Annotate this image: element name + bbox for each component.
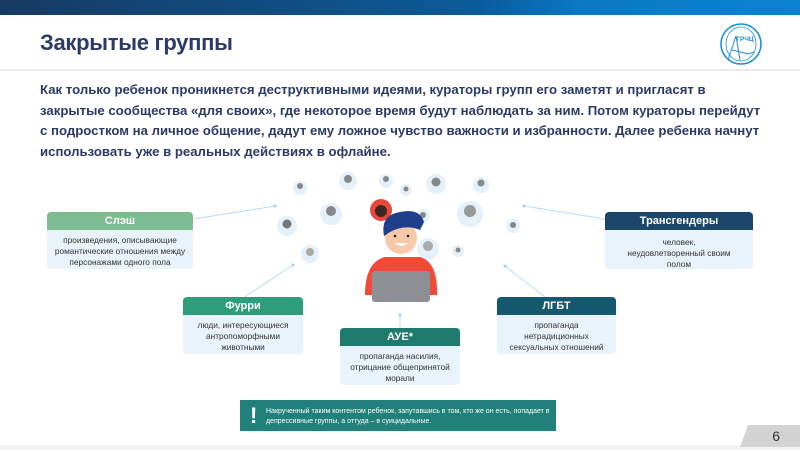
avatar-icon bbox=[320, 203, 342, 225]
avatar-icon bbox=[379, 174, 393, 188]
avatar-circles bbox=[277, 172, 520, 263]
header-divider bbox=[0, 69, 800, 71]
card-title: ЛГБТ bbox=[497, 297, 616, 315]
avatar-icon bbox=[370, 199, 392, 221]
avatar-icon bbox=[339, 172, 357, 190]
warning-banner: ! Накрученный таким контентом ребенок, з… bbox=[240, 400, 556, 431]
card-text: человек, неудовлетворенный своим полом bbox=[627, 237, 731, 269]
avatar-icon bbox=[452, 245, 464, 257]
card-transgender: Трансгендеры человек, неудовлетворенный … bbox=[605, 212, 753, 269]
card-text: люди, интересующиеся антропоморфными жив… bbox=[197, 320, 289, 352]
avatar-icon bbox=[301, 245, 319, 263]
card-lgbt: ЛГБТ пропаганда нетрадиционных сексуальн… bbox=[497, 297, 616, 354]
page-number: 6 bbox=[740, 425, 800, 447]
teen-with-laptop-illustration bbox=[365, 211, 438, 302]
card-title: Трансгендеры bbox=[605, 212, 753, 230]
card-text: пропаганда насилия, отрицание общепринят… bbox=[350, 351, 450, 383]
warning-text: Накрученный таким контентом ребенок, зап… bbox=[266, 408, 550, 425]
card-text: произведения, описывающие романтические … bbox=[54, 235, 186, 267]
intro-paragraph: Как только ребенок проникнется деструкти… bbox=[40, 82, 761, 159]
avatar-icon bbox=[293, 181, 307, 195]
card-text: пропаганда нетрадиционных сексуальных от… bbox=[509, 320, 604, 352]
avatar-icon bbox=[277, 216, 297, 236]
exclamation-icon: ! bbox=[250, 403, 258, 428]
card-slash: Слэш произведения, описывающие романтиче… bbox=[47, 212, 193, 269]
card-aue: АУЕ* пропаганда насилия, отрицание общеп… bbox=[340, 328, 460, 385]
connector-lines bbox=[193, 205, 606, 328]
avatar-icon bbox=[400, 184, 412, 196]
card-title: Слэш bbox=[47, 212, 193, 230]
avatar-icon bbox=[457, 201, 483, 227]
card-title: Фурри bbox=[183, 297, 303, 315]
page-title: Закрытые группы bbox=[40, 30, 233, 55]
avatar-icon bbox=[506, 219, 520, 233]
avatar-icon bbox=[417, 238, 439, 260]
card-furry: Фурри люди, интересующиеся антропоморфны… bbox=[183, 297, 303, 354]
svg-text:ГРЧЦ: ГРЧЦ bbox=[736, 36, 754, 43]
avatar-icon bbox=[473, 177, 489, 193]
card-title: АУЕ* bbox=[340, 328, 460, 346]
avatar-icon bbox=[426, 174, 446, 194]
top-banner bbox=[0, 0, 800, 15]
logo: ГРЧЦ bbox=[720, 23, 762, 65]
footer-line bbox=[0, 445, 800, 450]
